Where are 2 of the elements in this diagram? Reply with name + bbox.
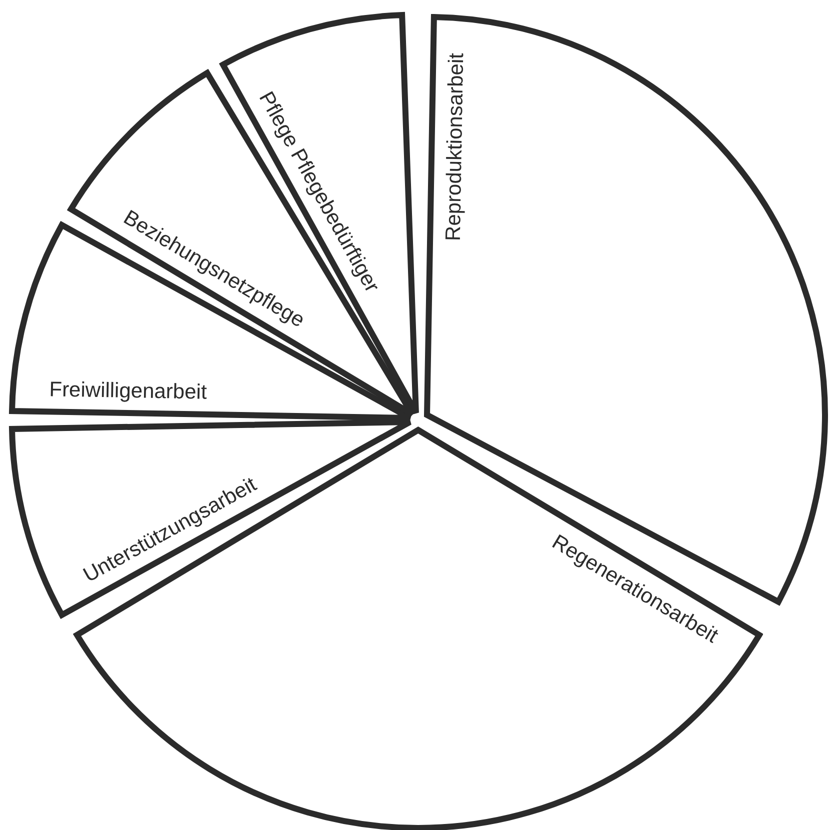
sector-label: Reproduktionsarbeit bbox=[443, 53, 468, 242]
sector-label: Freiwilligenarbeit bbox=[48, 379, 207, 403]
